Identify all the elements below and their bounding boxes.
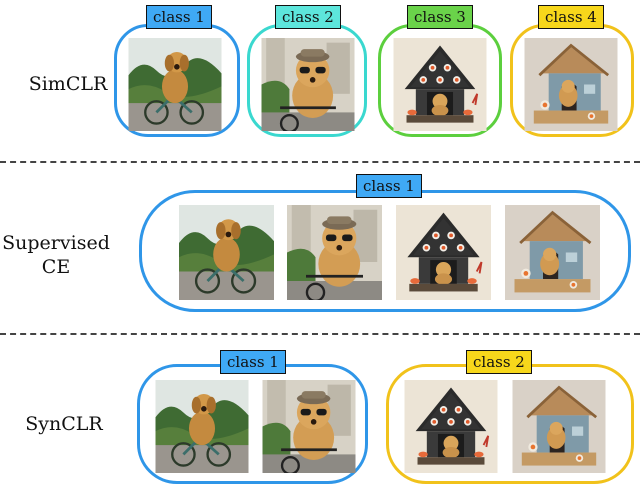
separator-1 bbox=[0, 161, 640, 163]
image-supervised-sunglasses bbox=[285, 205, 384, 300]
row-label-supervised: Supervised bbox=[2, 232, 110, 254]
image-synclr-sunglasses bbox=[261, 380, 357, 473]
image-synclr-bicycle bbox=[154, 380, 250, 473]
image-golden-retriever-riding-bicycle bbox=[126, 38, 224, 131]
simclr-class3-tag: class 3 bbox=[407, 5, 473, 29]
image-dog-in-wooden-doghouse bbox=[522, 38, 620, 131]
row-label-ce: CE bbox=[41, 256, 71, 278]
image-synclr-sushi-doghouse bbox=[402, 380, 500, 473]
image-supervised-sushi-doghouse bbox=[394, 205, 493, 300]
image-synclr-wooden-doghouse bbox=[510, 380, 608, 473]
image-golden-retriever-with-sunglasses bbox=[261, 38, 355, 131]
row-label-synclr: SynCLR bbox=[25, 413, 103, 435]
supervised-class1-tag: class 1 bbox=[356, 174, 422, 198]
synclr-class1-tag: class 1 bbox=[220, 350, 286, 374]
separator-2 bbox=[0, 333, 640, 335]
simclr-class4-tag: class 4 bbox=[538, 5, 604, 29]
row-label-supervised-ce: Supervised CE bbox=[0, 231, 112, 279]
synclr-class2-tag: class 2 bbox=[466, 350, 532, 374]
row-label-simclr: SimCLR bbox=[28, 73, 108, 95]
simclr-class1-tag: class 1 bbox=[146, 5, 212, 29]
image-supervised-wooden-doghouse bbox=[503, 205, 602, 300]
image-supervised-bicycle bbox=[177, 205, 276, 300]
image-dog-in-sushi-doghouse bbox=[392, 38, 488, 131]
simclr-class2-tag: class 2 bbox=[275, 5, 341, 29]
